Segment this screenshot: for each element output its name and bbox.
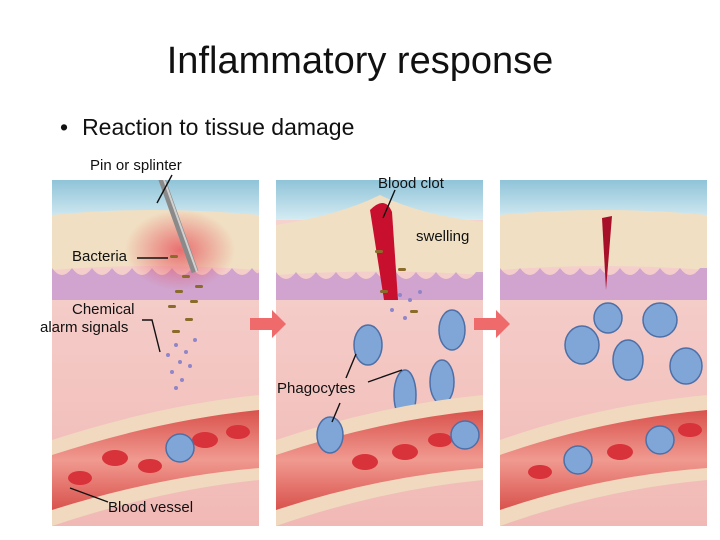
bullet-dot-icon: • [60, 114, 69, 140]
label-alarm-signals: alarm signals [40, 319, 129, 336]
label-swelling: swelling [416, 228, 470, 245]
bullet-item: • Reaction to tissue damage [60, 114, 354, 141]
label-pin-or-splinter: Pin or splinter [90, 157, 182, 174]
arrow-right-icon [250, 310, 286, 338]
slide-title: Inflammatory response [166, 40, 554, 82]
panel-2 [276, 180, 483, 526]
inflammation-glow [125, 210, 235, 290]
panel-3 [500, 180, 707, 526]
label-phagocytes: Phagocytes [277, 380, 356, 397]
label-blood-clot: Blood clot [378, 175, 444, 192]
panel-1 [52, 180, 259, 526]
label-chemical: Chemical [72, 301, 135, 318]
leader-lines [69, 174, 403, 503]
arrow-right-icon [474, 310, 510, 338]
label-blood-vessel: Blood vessel [108, 499, 194, 516]
label-bacteria: Bacteria [72, 248, 128, 265]
splinter-icon [158, 180, 199, 274]
bullet-text: Reaction to tissue damage [82, 114, 355, 140]
blood-clot-icon [370, 202, 398, 300]
